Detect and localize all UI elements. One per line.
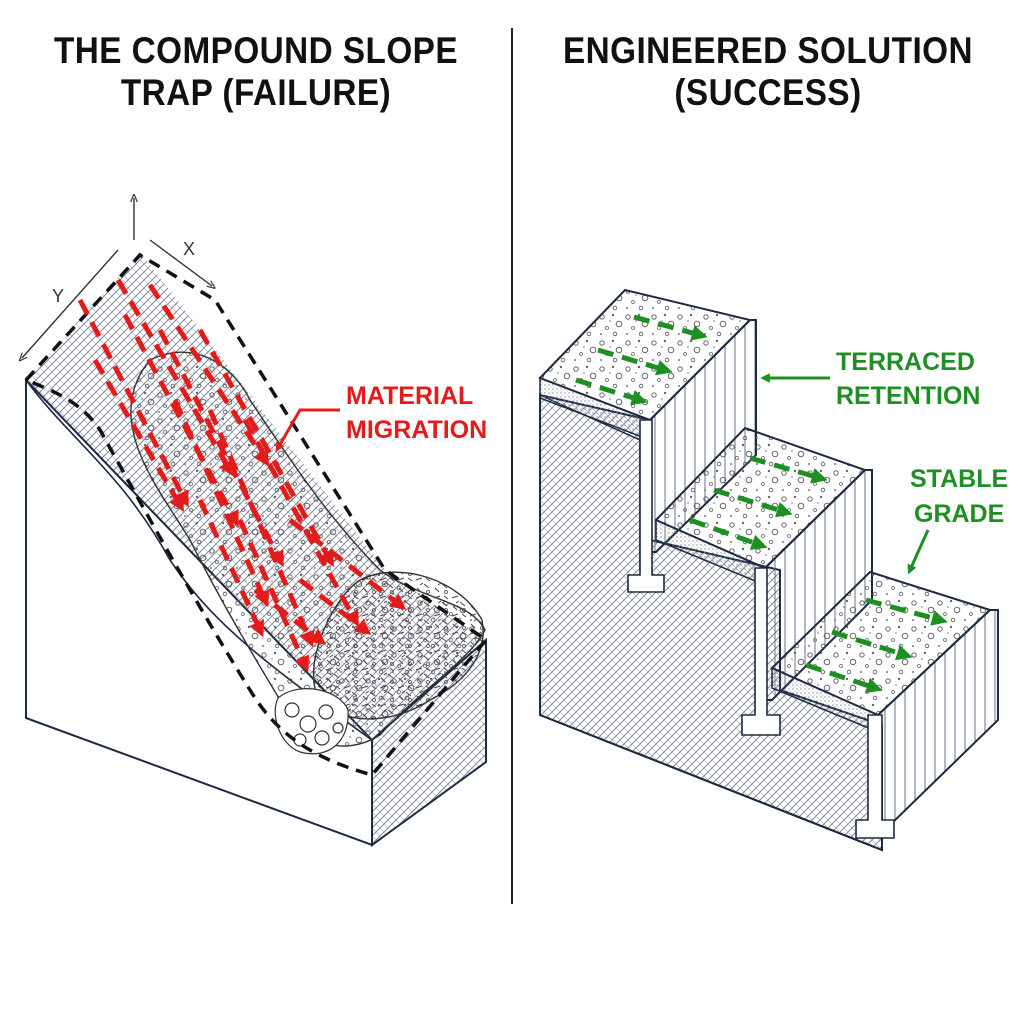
failure-title-line1: THE COMPOUND SLOPE <box>53 30 459 71</box>
retention-label-line2: RETENTION <box>836 382 980 410</box>
green-arrow-icon <box>865 597 948 626</box>
green-arrow-icon <box>805 662 883 694</box>
red-arrow-icon <box>157 328 284 568</box>
stable-grade-callout: STABLE GRADE <box>907 465 1008 575</box>
failure-zone-outline <box>23 252 489 777</box>
y-axis-label: Y <box>52 286 64 306</box>
wall-footing-2 <box>741 567 781 736</box>
x-axis-icon <box>149 239 212 286</box>
callout-label-line2: MIGRATION <box>346 416 487 444</box>
failure-title-line2: TRAP (FAILURE) <box>120 72 392 113</box>
wall-footing-3 <box>855 714 895 839</box>
success-title-line2: (SUCCESS) <box>674 72 862 113</box>
green-arrow-icon <box>575 377 648 406</box>
red-arrow-icon <box>197 328 334 567</box>
callout-label-line1: MATERIAL <box>346 382 473 410</box>
wall-footing-1 <box>627 419 665 593</box>
green-arrow-icon <box>713 487 793 518</box>
terraced-retention-callout: TERRACED RETENTION <box>760 348 980 410</box>
red-arrow-icon <box>207 409 315 648</box>
red-arrow-icon <box>298 578 372 635</box>
red-arrow-icon <box>253 588 327 645</box>
grade-label-line2: GRADE <box>914 500 1004 528</box>
red-arrow-icon <box>172 398 270 608</box>
material-migration-callout: MATERIAL MIGRATION <box>275 382 487 453</box>
grade-arrow-icon <box>907 529 930 575</box>
success-panel-title: ENGINEERED SOLUTION (SUCCESS) <box>552 30 984 114</box>
migration-arrows <box>77 278 407 673</box>
green-arrow-icon <box>831 629 913 661</box>
red-arrow-icon <box>242 418 359 628</box>
red-arrow-icon <box>92 358 185 512</box>
terrace-tier-1 <box>538 288 757 593</box>
retention-label-line1: TERRACED <box>836 348 975 376</box>
terraced-block <box>538 288 999 852</box>
red-arrow-icon <box>122 313 239 528</box>
success-title-line1: ENGINEERED SOLUTION <box>562 30 974 71</box>
panel-divider <box>511 28 513 904</box>
callout-arrow-icon <box>275 408 340 453</box>
green-arrow-icon <box>689 517 768 550</box>
stable-flow-arrows <box>575 314 948 694</box>
failure-panel-title: THE COMPOUND SLOPE TRAP (FAILURE) <box>40 30 472 114</box>
x-axis-label: X <box>183 239 195 259</box>
red-arrow-icon <box>115 278 235 477</box>
green-arrow-icon <box>749 455 828 484</box>
red-arrow-icon <box>147 283 270 467</box>
terrace-tier-2 <box>654 426 873 736</box>
red-arrow-icon <box>288 518 407 610</box>
green-arrow-icon <box>633 314 708 341</box>
green-arrow-icon <box>597 347 673 376</box>
axis-indicator: X Y <box>22 198 212 358</box>
y-axis-icon <box>22 249 119 358</box>
terrace-tier-3 <box>770 570 999 839</box>
grade-label-line1: STABLE <box>910 465 1008 493</box>
failure-slope-block <box>23 252 489 847</box>
red-arrow-icon <box>237 518 310 673</box>
red-arrow-icon <box>77 298 189 508</box>
